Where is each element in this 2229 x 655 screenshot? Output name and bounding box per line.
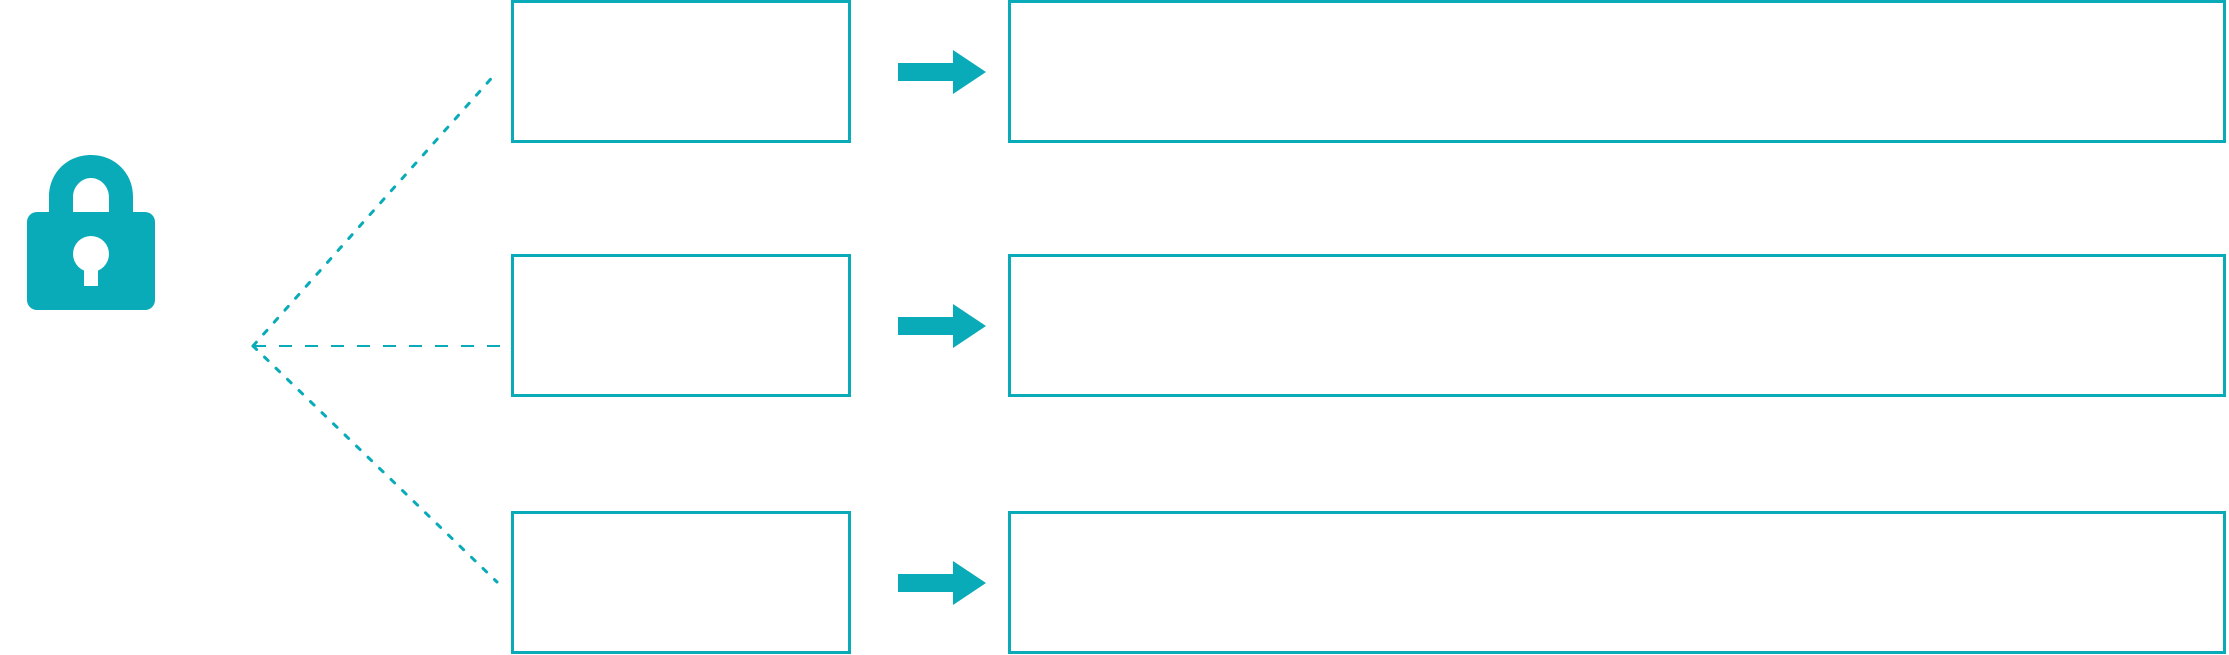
input-box-2-label (514, 257, 848, 277)
diagram-row (0, 511, 2229, 655)
input-box-1[interactable] (511, 0, 851, 143)
output-box-3-label (1011, 514, 2223, 534)
output-box-2-label (1011, 257, 2223, 277)
input-box-1-label (514, 3, 848, 23)
padlock-icon (27, 155, 155, 310)
input-box-3[interactable] (511, 511, 851, 654)
output-box-1-label (1011, 3, 2223, 23)
input-box-2[interactable] (511, 254, 851, 397)
output-box-1[interactable] (1008, 0, 2226, 143)
arrow-right-icon (898, 49, 986, 94)
output-box-3[interactable] (1008, 511, 2226, 654)
output-box-2[interactable] (1008, 254, 2226, 397)
input-box-3-label (514, 514, 848, 534)
diagram-row (0, 254, 2229, 397)
arrow-right-icon (898, 561, 986, 605)
diagram-row (0, 0, 2229, 143)
arrow-right-icon (898, 303, 986, 348)
